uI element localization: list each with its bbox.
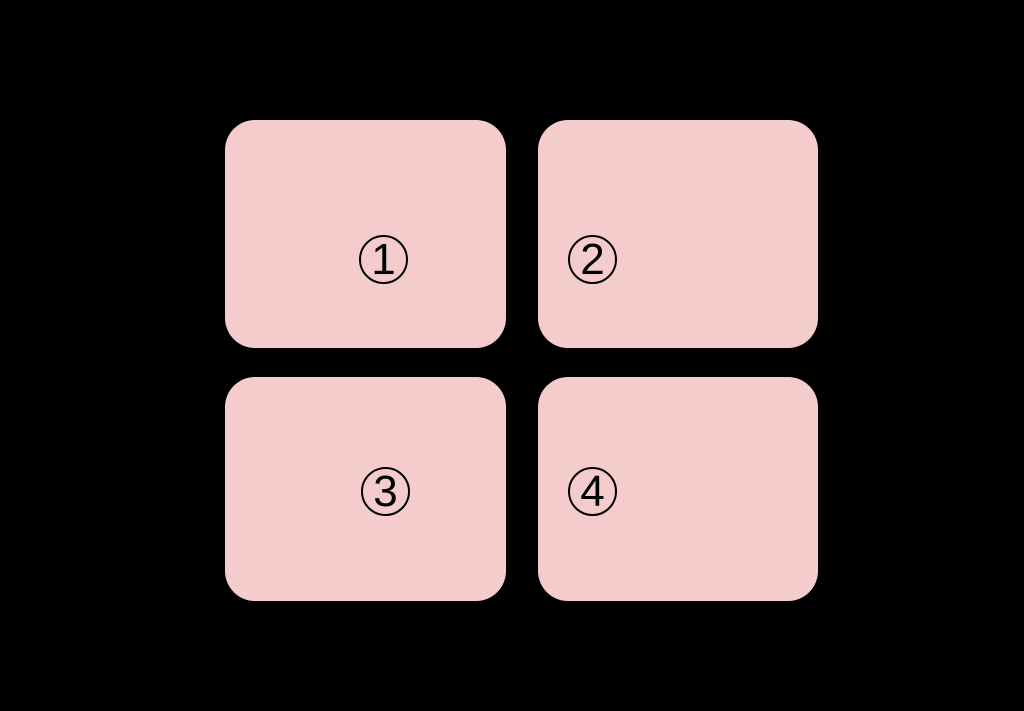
box-3[interactable]: 3 xyxy=(225,377,506,601)
circled-number-3: 3 xyxy=(361,467,410,516)
circled-number-2: 2 xyxy=(568,235,617,284)
box-1[interactable]: 1 xyxy=(225,120,506,348)
box-2[interactable]: 2 xyxy=(538,120,818,348)
circled-number-1: 1 xyxy=(359,235,408,284)
circled-number-4: 4 xyxy=(568,467,617,516)
box-4[interactable]: 4 xyxy=(538,377,818,601)
